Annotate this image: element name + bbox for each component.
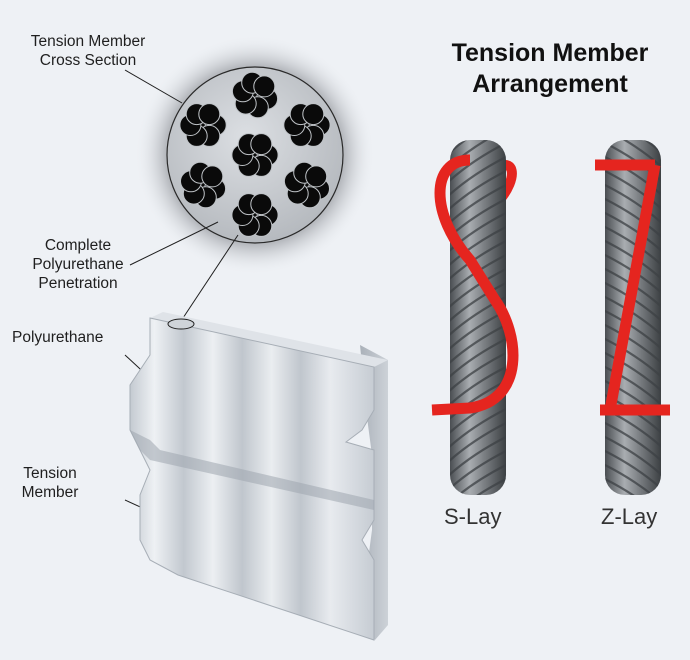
cable-strand	[450, 449, 506, 491]
cable-strand	[450, 477, 506, 495]
leader-penetration	[129, 221, 219, 266]
belt-block	[129, 312, 388, 641]
cable-strand	[450, 281, 506, 323]
cable-strand	[605, 449, 661, 491]
cable-strand	[605, 183, 661, 225]
cable-strand	[605, 421, 661, 463]
cable-strand	[450, 267, 506, 309]
z-lay-cable	[595, 140, 670, 495]
cable-strand	[450, 463, 506, 495]
cable-strand	[605, 211, 661, 253]
belt-groove	[130, 430, 374, 510]
cable-strand	[450, 140, 506, 141]
wire-circle	[302, 103, 325, 126]
label-polyurethane: Polyurethane	[12, 328, 103, 347]
title-line: Arrangement	[472, 70, 628, 98]
cable-strand	[605, 351, 661, 393]
cable-strand	[605, 155, 661, 197]
cable-strand	[450, 337, 506, 379]
belt-cable-end	[167, 318, 195, 330]
wire-circle	[201, 165, 224, 188]
cable-strand	[450, 183, 506, 225]
label-line: Complete	[44, 237, 112, 254]
cable-strand	[450, 140, 506, 155]
cable-strand	[450, 421, 506, 463]
cable-strand	[605, 365, 661, 407]
wire-circle	[198, 103, 221, 126]
cable-strand	[450, 295, 506, 337]
cable-strand	[605, 463, 661, 495]
leader-penetration-belt	[182, 234, 239, 319]
label-line: Polyurethane	[32, 256, 124, 273]
cross-section-wires	[179, 71, 331, 237]
cable-strand	[450, 225, 506, 267]
wire-circle	[250, 193, 273, 216]
cable-strand	[605, 197, 661, 239]
wire-circle	[250, 133, 273, 156]
z-lay-red-strand	[595, 159, 670, 416]
cable-strand	[605, 225, 661, 267]
label-line: Cross Section	[39, 52, 137, 69]
z-lay-label: Z-Lay	[601, 504, 658, 529]
label-line: Tension	[23, 465, 77, 482]
diagram-title: Tension Member Arrangement	[420, 38, 680, 100]
cable-strand	[450, 365, 506, 407]
cable-strand	[605, 309, 661, 351]
s-lay-red-strand	[431, 154, 519, 416]
cable-strand	[605, 140, 661, 155]
cable-strand	[605, 169, 661, 211]
cable-strand	[605, 337, 661, 379]
cable-strand	[450, 351, 506, 393]
cable-strand	[450, 239, 506, 281]
leader-cross-section	[124, 69, 183, 104]
cable-strand	[450, 323, 506, 365]
wire-circle	[305, 165, 328, 188]
cable-strand	[605, 435, 661, 477]
label-cross-section: Tension Member Cross Section	[8, 32, 168, 70]
s-lay-label: S-Lay	[444, 504, 502, 529]
label-line: Tension Member	[30, 33, 146, 50]
label-line: Member	[21, 484, 79, 501]
cable-strand	[605, 477, 661, 495]
s-lay-cable	[431, 140, 519, 495]
cable-strand	[605, 323, 661, 365]
cable-strand	[450, 169, 506, 211]
label-line: Penetration	[38, 275, 118, 292]
title-line: Tension Member	[451, 39, 649, 67]
cable-strand	[605, 140, 661, 141]
wire-circle	[253, 75, 276, 98]
label-tension-member: Tension Member	[10, 464, 90, 502]
cable-strand	[605, 140, 661, 169]
cable-strand	[450, 407, 506, 449]
cable-strand	[450, 155, 506, 197]
cable-strand	[450, 435, 506, 477]
belt-top	[150, 312, 388, 367]
label-line: Polyurethane	[12, 329, 104, 346]
label-penetration: Complete Polyurethane Penetration	[8, 236, 148, 293]
